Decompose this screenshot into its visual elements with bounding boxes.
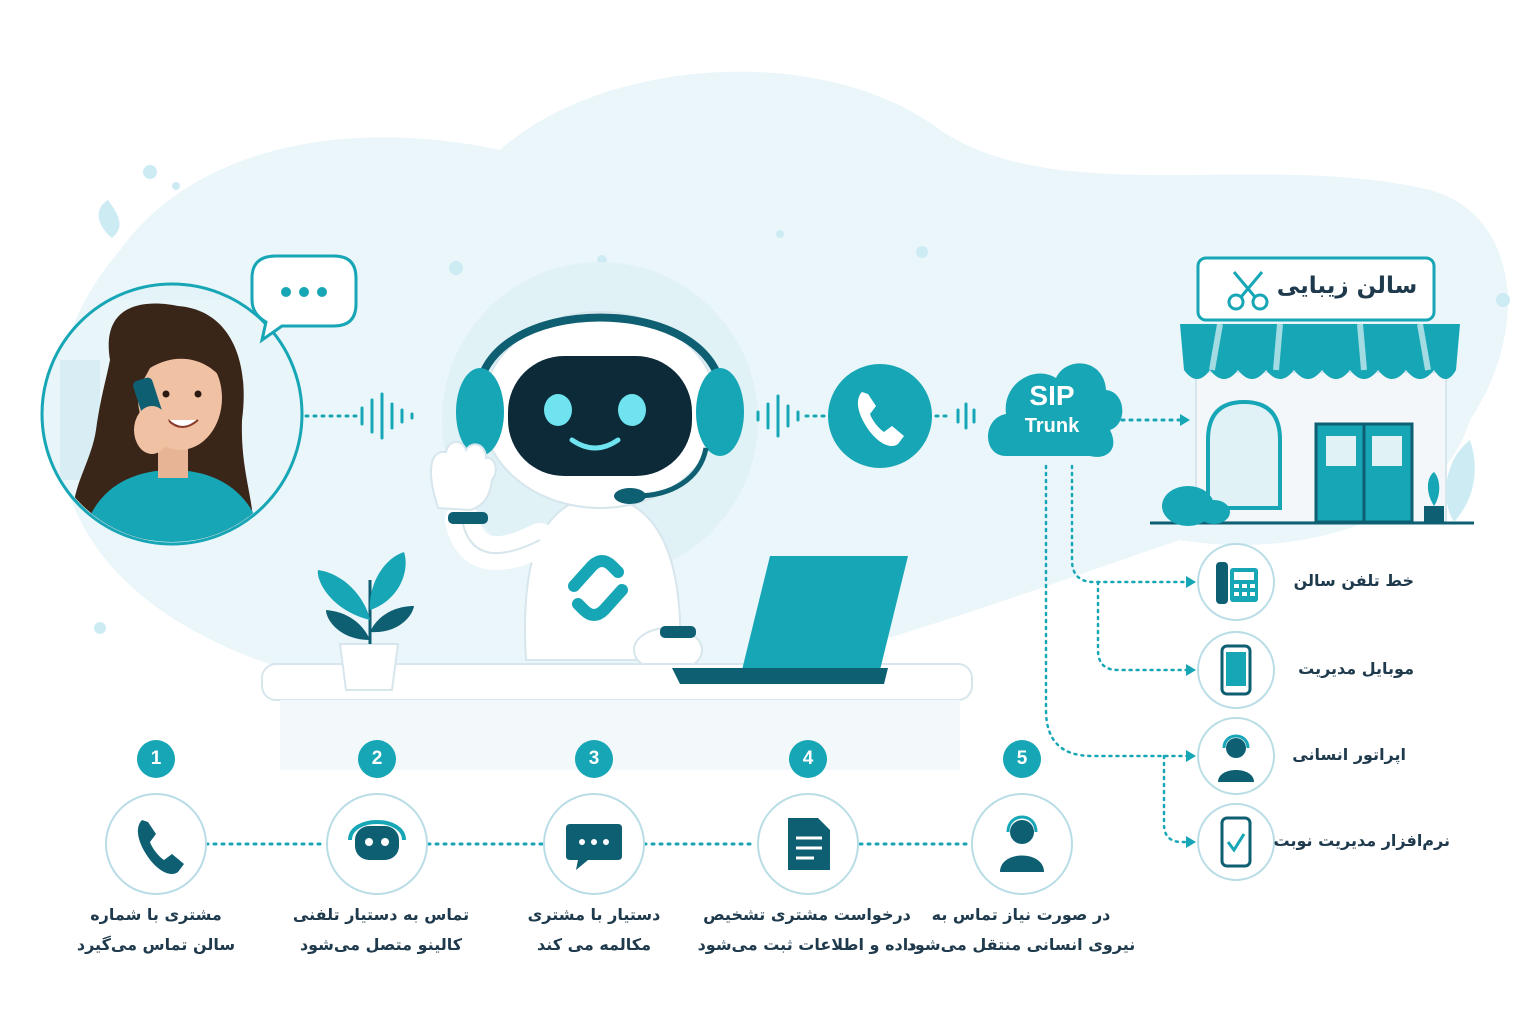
laptop-icon — [672, 556, 908, 684]
phone-circle-icon — [828, 364, 932, 468]
step-caption-4-line2: داده و اطلاعات ثبت می‌شود — [697, 935, 917, 954]
step-caption-1-line2: سالن تماس می‌گیرد — [76, 935, 236, 954]
step-caption-2-line1: تماس به دستیار تلفنی — [292, 905, 470, 924]
decor-dot — [143, 165, 157, 179]
step-caption-3-line1: دستیار با مشتری — [527, 905, 661, 924]
decor-dot — [172, 182, 180, 190]
step-number-3: 3 — [575, 740, 613, 778]
mobile-icon — [1197, 631, 1275, 709]
background-blob — [54, 71, 1508, 703]
calino-logo-icon — [568, 555, 628, 621]
arrow-head-icon — [1180, 414, 1190, 426]
leaf-decor-icon — [98, 200, 120, 238]
step-icon-robot-headset — [326, 793, 428, 895]
step-icon-document — [757, 793, 859, 895]
channel-label-booking-software: نرم‌افزار مدیریت نوبت — [1273, 831, 1450, 850]
sound-wave-icon — [956, 402, 976, 430]
step-caption-5-line1: در صورت نیاز تماس به — [931, 905, 1111, 924]
decor-dot — [776, 230, 784, 238]
step-caption-4-line1: درخواست مشتری تشخیص — [703, 905, 911, 924]
sip-trunk-label: SIP Trunk — [990, 380, 1114, 437]
plant-icon — [317, 552, 414, 691]
step-caption-2: تماس به دستیار تلفنی کالینو متصل می‌شود — [266, 900, 496, 960]
robot-assistant — [430, 262, 758, 673]
arrow-heads — [1186, 576, 1196, 848]
channel-label-manager-mobile: موبایل مدیریت — [1298, 659, 1414, 678]
caller-avatar — [40, 282, 304, 546]
channel-label-human-operator: اپراتور انسانی — [1292, 745, 1406, 764]
desk-phone-icon — [1197, 543, 1275, 621]
decor-dot — [916, 246, 928, 258]
step-caption-1: مشتری با شماره سالن تماس می‌گیرد — [41, 900, 271, 960]
step-caption-2-line2: کالینو متصل می‌شود — [299, 935, 463, 954]
step-number-1: 1 — [137, 740, 175, 778]
step-caption-3: دستیار با مشتری مکالمه می کند — [479, 900, 709, 960]
operator-icon — [1197, 717, 1275, 795]
salon-sign-label: سالن زیبایی — [1276, 273, 1418, 299]
decor-dot — [94, 622, 106, 634]
decor-dot — [1496, 293, 1510, 307]
sip-label-line2: Trunk — [1024, 415, 1080, 437]
step-caption-5: در صورت نیاز تماس به نیروی انسانی منتقل … — [906, 900, 1136, 960]
step-caption-3-line2: مکالمه می کند — [537, 935, 651, 954]
channel-label-phone-line: خط تلفن سالن — [1293, 571, 1414, 590]
salon-sign — [1196, 256, 1436, 322]
salon-building — [1150, 323, 1475, 526]
scissors-icon — [1227, 271, 1269, 311]
decor-dot — [449, 261, 463, 275]
step-caption-5-line2: نیروی انسانی منتقل می‌شود — [906, 935, 1136, 954]
channel-connectors — [1044, 464, 1190, 844]
step-caption-4: درخواست مشتری تشخیص داده و اطلاعات ثبت م… — [692, 900, 922, 960]
sound-wave-icon — [756, 394, 800, 438]
step-icon-operator — [971, 793, 1073, 895]
step-icon-phone — [105, 793, 207, 895]
step-icon-chat — [543, 793, 645, 895]
sip-label-line1: SIP — [1029, 380, 1075, 411]
step-number-2: 2 — [358, 740, 396, 778]
sip-trunk-cloud-icon — [988, 363, 1123, 457]
step-number-5: 5 — [1003, 740, 1041, 778]
speech-bubble-icon — [250, 254, 358, 344]
sound-wave-icon — [360, 392, 414, 440]
step-caption-1-line1: مشتری با شماره — [90, 905, 222, 924]
step-number-4: 4 — [789, 740, 827, 778]
booking-app-icon — [1197, 803, 1275, 881]
